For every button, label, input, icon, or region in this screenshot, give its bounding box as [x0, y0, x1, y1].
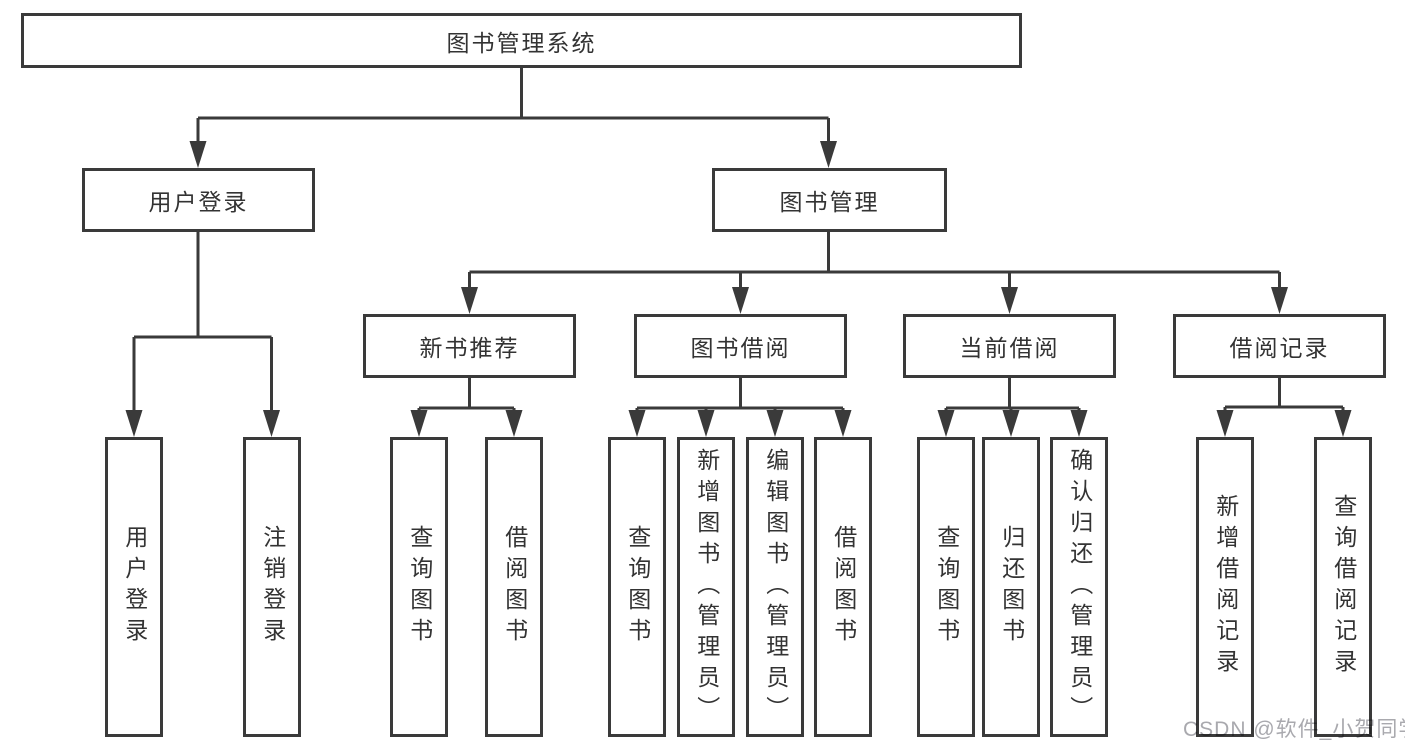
leaf-bookborrow-query: 查询图书	[608, 437, 666, 737]
connector-user-login-children	[125, 232, 280, 437]
leaf-bookborrow-edit-admin: 编辑图书（管理员）	[746, 437, 804, 737]
node-book-management: 图书管理	[712, 168, 947, 232]
leaf-current-query: 查询图书	[917, 437, 975, 737]
leaf-current-return: 归还图书	[982, 437, 1040, 737]
node-new-book-recommend: 新书推荐	[363, 314, 576, 378]
connector-book-management-children	[461, 232, 1288, 314]
leaf-user-login: 用户登录	[105, 437, 163, 737]
leaf-logout: 注销登录	[243, 437, 301, 737]
node-borrow-records: 借阅记录	[1173, 314, 1386, 378]
node-root: 图书管理系统	[21, 13, 1022, 68]
node-current-borrow: 当前借阅	[903, 314, 1116, 378]
node-book-borrow: 图书借阅	[634, 314, 847, 378]
connector-book-borrow-children	[628, 378, 852, 437]
leaf-newbook-query: 查询图书	[390, 437, 448, 737]
leaf-newbook-borrow: 借阅图书	[485, 437, 543, 737]
leaf-records-add: 新增借阅记录	[1196, 437, 1254, 737]
node-user-login: 用户登录	[82, 168, 315, 232]
leaf-bookborrow-add-admin: 新增图书（管理员）	[677, 437, 735, 737]
connector-current-borrow-children	[937, 378, 1088, 437]
connector-new-book-children	[410, 378, 523, 437]
leaf-current-confirm-admin: 确认归还（管理员）	[1050, 437, 1108, 737]
connector-root-to-level2	[189, 68, 837, 168]
leaf-bookborrow-borrow: 借阅图书	[814, 437, 872, 737]
csdn-watermark: CSDN @软件_小贺同学	[1183, 718, 1405, 741]
connector-borrow-records-children	[1216, 378, 1352, 437]
leaf-records-query: 查询借阅记录	[1314, 437, 1372, 737]
